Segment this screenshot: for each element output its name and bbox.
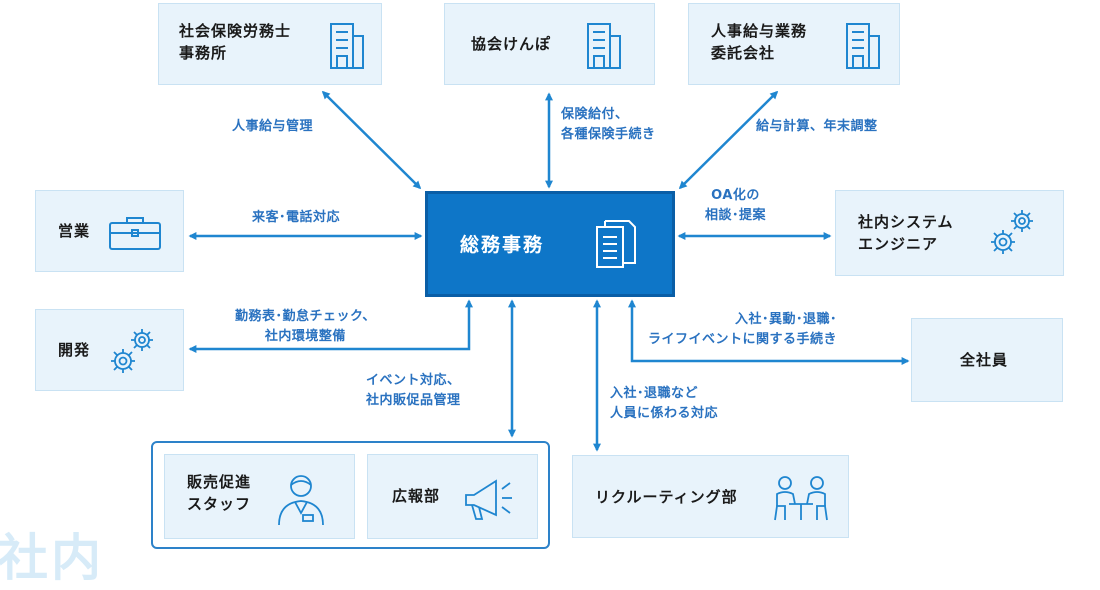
node-eigyo-label: 営業 [58, 222, 91, 240]
node-itaku-label: 人事給与業務 委託会社 [711, 22, 808, 62]
node-kouhou-label: 広報部 [392, 487, 441, 505]
briefcase-icon [109, 217, 161, 250]
gears-icon [991, 210, 1033, 254]
node-kyokai-label: 協会けんぽ [471, 35, 552, 53]
megaphone-icon [465, 479, 512, 520]
node-hanbai-label: 販売促進 スタッフ [187, 473, 252, 513]
edge-label-zenshain: 入社･異動･退職･ ライフイベントに関する手続き [648, 312, 838, 347]
watermark-text: 社内 [0, 529, 104, 587]
node-sharoushi: 社会保険労務士 事務所 [158, 3, 382, 85]
node-zenshain: 全社員 [911, 318, 1063, 402]
building-icon [846, 23, 880, 69]
node-se-label: 社内システム エンジニア [858, 213, 954, 253]
arrow-sharoushi [321, 90, 422, 190]
node-se: 社内システム エンジニア [835, 190, 1064, 276]
edge-label-group: イベント対応、 社内販促品管理 [366, 373, 461, 408]
edge-label-recruit: 入社･退職など 人員に係わる対応 [610, 386, 719, 421]
edge-label-sharoushi: 人事給与管理 [232, 119, 314, 134]
center-node-soumu: 総務事務 [425, 191, 675, 297]
node-recruit-label: リクルーティング部 [595, 488, 738, 506]
interview-icon [774, 476, 828, 521]
arrow-kaihatsu [188, 299, 474, 354]
node-kaihatsu: 開発 [35, 309, 184, 391]
arrow-itaku [678, 90, 779, 190]
edge-label-se: OA化の 相談･提案 [705, 188, 767, 223]
center-label: 総務事務 [460, 234, 545, 256]
person-icon [278, 475, 324, 526]
node-kouhou: 広報部 [367, 454, 538, 539]
edge-label-itaku: 給与計算、年末調整 [756, 119, 878, 134]
node-sharoushi-label: 社会保険労務士 事務所 [179, 22, 292, 62]
arrow-zenshain [627, 299, 910, 366]
node-hanbai: 販売促進 スタッフ [164, 454, 355, 539]
building-icon [587, 23, 621, 69]
node-eigyo: 営業 [35, 190, 184, 272]
node-recruit: リクルーティング部 [572, 455, 849, 538]
document-icon [596, 220, 636, 268]
edge-label-kaihatsu: 勤務表･勤怠チェック、 社内環境整備 [235, 309, 376, 344]
node-kyokai: 協会けんぽ [444, 3, 655, 85]
gears-icon [111, 329, 153, 373]
node-zenshain-label: 全社員 [960, 351, 1009, 369]
node-itaku: 人事給与業務 委託会社 [688, 3, 900, 85]
node-kaihatsu-label: 開発 [58, 341, 91, 359]
edge-label-eigyo: 来客･電話対応 [252, 210, 341, 225]
edge-label-kyokai: 保険給付、 各種保険手続き [561, 107, 656, 142]
building-icon [330, 23, 364, 69]
